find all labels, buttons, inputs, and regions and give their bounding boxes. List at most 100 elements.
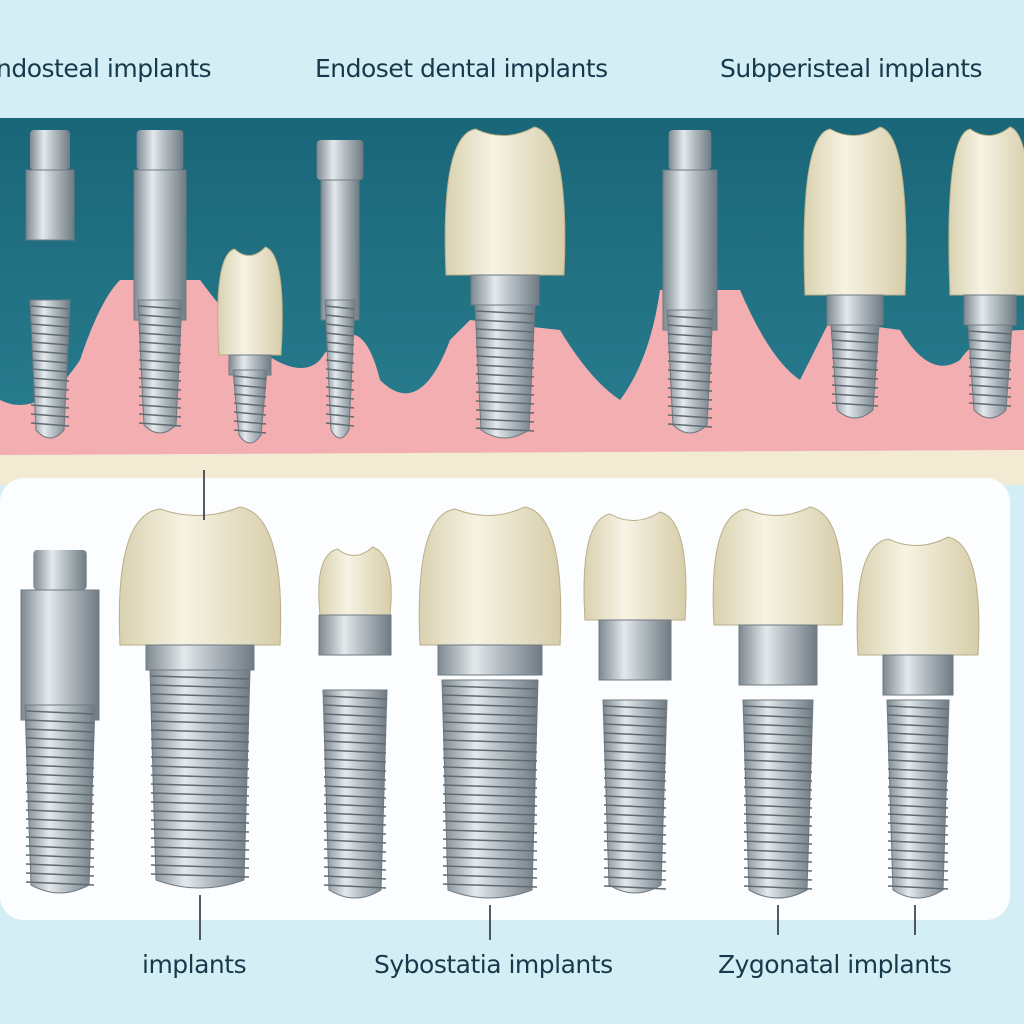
thread xyxy=(325,395,355,400)
collar xyxy=(598,619,672,681)
implant xyxy=(803,126,907,419)
implant xyxy=(583,511,687,894)
thread xyxy=(25,728,95,733)
collar xyxy=(882,654,954,696)
implant xyxy=(662,130,718,434)
thread xyxy=(323,731,387,736)
thread xyxy=(968,393,1012,398)
thread xyxy=(30,368,70,373)
thread xyxy=(150,828,250,833)
thread xyxy=(667,342,713,347)
thread xyxy=(743,876,813,881)
label-subperisteal: Subperisteal implants xyxy=(720,54,983,83)
collar xyxy=(963,294,1017,326)
abutment xyxy=(668,130,712,170)
thread xyxy=(25,881,95,886)
thread xyxy=(323,830,387,835)
thread xyxy=(887,723,949,728)
thread xyxy=(233,393,267,398)
thread xyxy=(325,341,355,346)
thread xyxy=(667,369,713,374)
thread xyxy=(233,384,267,389)
thread xyxy=(603,750,667,755)
thread xyxy=(25,791,95,796)
thread xyxy=(138,332,182,337)
implant xyxy=(856,536,980,899)
abutment xyxy=(316,140,364,180)
thread xyxy=(968,375,1012,380)
thread xyxy=(831,357,879,362)
thread xyxy=(25,737,95,742)
thread xyxy=(475,400,535,405)
thread xyxy=(667,405,713,410)
thread xyxy=(743,831,813,836)
thread xyxy=(831,339,879,344)
thread xyxy=(150,720,250,725)
threaded-body xyxy=(149,669,251,889)
crown xyxy=(712,506,844,626)
thread xyxy=(325,323,355,328)
thread xyxy=(30,341,70,346)
thread xyxy=(887,885,949,890)
thread xyxy=(442,748,538,753)
thread xyxy=(442,865,538,870)
thread xyxy=(743,732,813,737)
thread xyxy=(325,404,355,409)
thread xyxy=(325,314,355,319)
collar xyxy=(318,614,392,656)
abutment xyxy=(33,550,87,590)
thread xyxy=(30,314,70,319)
thread xyxy=(25,845,95,850)
thread xyxy=(233,411,267,416)
thread xyxy=(743,795,813,800)
implant xyxy=(217,246,283,444)
thread xyxy=(25,746,95,751)
thread xyxy=(968,339,1012,344)
thread xyxy=(442,847,538,852)
thread xyxy=(603,741,667,746)
thread xyxy=(150,756,250,761)
thread xyxy=(150,765,250,770)
thread xyxy=(743,804,813,809)
thread xyxy=(603,885,667,890)
thread xyxy=(442,883,538,888)
implant xyxy=(318,546,392,899)
thread xyxy=(25,782,95,787)
thread xyxy=(325,350,355,355)
label-endosteal: ndosteal implants xyxy=(0,54,212,83)
threaded-body xyxy=(29,299,71,439)
thread xyxy=(743,723,813,728)
thread xyxy=(25,719,95,724)
thread xyxy=(603,705,667,710)
thread xyxy=(442,874,538,879)
thread xyxy=(233,402,267,407)
thread xyxy=(475,328,535,333)
thread xyxy=(667,351,713,356)
thread xyxy=(603,813,667,818)
implant xyxy=(712,506,844,899)
thread xyxy=(150,783,250,788)
thread xyxy=(603,732,667,737)
collar xyxy=(738,624,818,686)
thread xyxy=(603,831,667,836)
thread xyxy=(442,775,538,780)
thread xyxy=(138,395,182,400)
thread xyxy=(25,818,95,823)
thread xyxy=(743,714,813,719)
thread xyxy=(475,310,535,315)
thread xyxy=(150,837,250,842)
thread xyxy=(887,750,949,755)
thread xyxy=(138,305,182,310)
thread xyxy=(323,866,387,871)
thread xyxy=(603,849,667,854)
thread xyxy=(150,693,250,698)
thread xyxy=(887,741,949,746)
thread xyxy=(150,801,250,806)
thread xyxy=(25,827,95,832)
thread xyxy=(887,768,949,773)
thread xyxy=(30,386,70,391)
thread xyxy=(667,378,713,383)
thread xyxy=(138,422,182,427)
pointer-lines xyxy=(199,470,916,940)
